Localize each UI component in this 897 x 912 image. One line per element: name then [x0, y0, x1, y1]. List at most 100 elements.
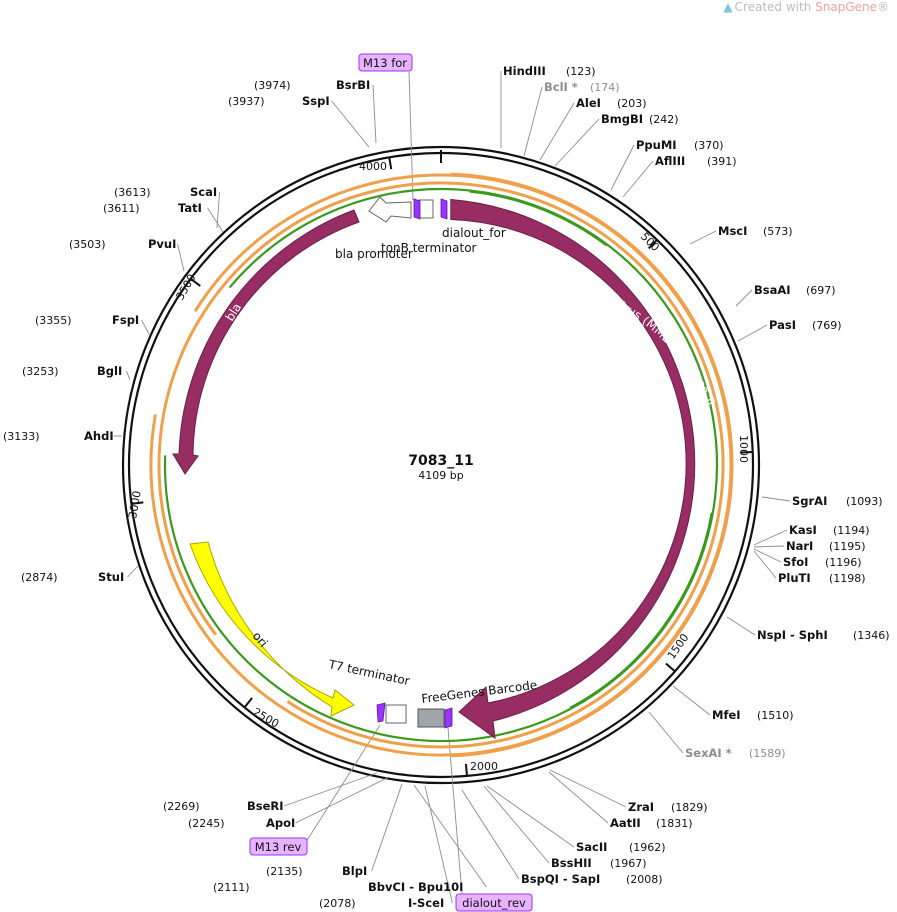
enzyme-leader-line: [753, 545, 785, 548]
m13-for-primer: [413, 198, 421, 220]
primer-label-m13-rev: M13 rev: [249, 837, 308, 856]
primer-label-m13-for: M13 for: [358, 53, 413, 72]
tick-label: 2500: [251, 705, 282, 730]
enzyme-leader-line: [461, 789, 520, 880]
enzyme-leader-line: [141, 319, 150, 335]
enzyme-leader-line: [539, 102, 575, 161]
orf-arc-bla: [149, 173, 733, 757]
enzyme-position: (2135): [266, 865, 303, 878]
enzyme-position: (2078): [319, 897, 356, 910]
dialout-for-label: dialout_for: [442, 226, 506, 240]
enzyme-name: AflIII: [655, 154, 685, 168]
enzyme-leader-line: [126, 370, 131, 381]
mmlv-cds-arrow: [450, 198, 696, 740]
enzyme-leader-line: [216, 191, 221, 229]
tick-mark: [190, 277, 201, 287]
enzyme-position: (2269): [163, 800, 200, 813]
enzyme-name: BspQI - SapI: [521, 872, 600, 886]
enzyme-leader-line: [127, 565, 139, 578]
enzyme-name: NspI - SphI: [757, 628, 828, 642]
enzyme-name: SgrAI: [792, 494, 827, 508]
enzyme-leader-line: [753, 548, 782, 563]
enzyme-name: ScaI: [190, 185, 217, 199]
enzyme-position: (3133): [3, 430, 40, 443]
enzyme-name: ApoI: [266, 816, 295, 830]
enzyme-leader-line: [753, 550, 777, 579]
feature-arcs: [149, 172, 734, 758]
enzyme-leader-line: [371, 783, 403, 872]
bla-promoter-arrow: [368, 196, 412, 223]
enzyme-position: (573): [763, 225, 793, 238]
enzyme-position: (1962): [629, 841, 666, 854]
enzyme-position: (3937): [228, 95, 265, 108]
tick-label: 4000: [359, 160, 387, 173]
enzyme-leader-line: [672, 685, 711, 716]
enzyme-name: BclI *: [544, 80, 578, 94]
enzyme-position: (3503): [69, 238, 106, 251]
tick-mark: [464, 763, 468, 777]
tick-mark: [665, 662, 676, 673]
primer-arc-3: [163, 187, 719, 743]
enzyme-name: PasI: [769, 318, 796, 332]
enzyme-leader-line: [413, 784, 487, 888]
enzyme-position: (1195): [829, 540, 866, 553]
enzyme-name: BsaAI: [754, 283, 791, 297]
ori-label: ori: [250, 629, 271, 650]
enzyme-name: KasI: [789, 523, 817, 537]
bla-promoter-label: bla promoter: [335, 247, 413, 261]
enzyme-position: (174): [590, 81, 620, 94]
enzyme-position: (1967): [610, 857, 647, 870]
enzyme-leader-line: [486, 785, 575, 848]
enzyme-position: (1831): [656, 817, 693, 830]
svg-text:dialout_rev: dialout_rev: [462, 896, 526, 910]
enzyme-leader-line: [548, 771, 609, 824]
plasmid-name: 7083_11: [408, 453, 473, 469]
tick-label: 2000: [470, 760, 498, 773]
enzyme-position: (2008): [626, 873, 663, 886]
enzyme-name: AatII: [610, 816, 641, 830]
enzyme-name: AleI: [576, 96, 601, 110]
enzyme-leader-line: [331, 100, 370, 148]
enzyme-position: (1346): [853, 629, 890, 642]
backbone-outer-ring: [121, 145, 761, 785]
enzyme-leader-line: [726, 616, 756, 636]
enzyme-leader-line: [610, 144, 635, 191]
enzyme-name: FspI: [112, 313, 139, 327]
enzyme-position: (3253): [22, 365, 59, 378]
enzyme-name: BmgBI: [601, 112, 643, 126]
enzyme-leader-line: [689, 230, 717, 245]
enzyme-position: (3355): [35, 314, 72, 327]
enzyme-position: (3974): [254, 79, 291, 92]
enzyme-leader-line: [283, 772, 378, 807]
tick-mark: [647, 239, 658, 250]
primer-arc-2: [569, 512, 713, 709]
enzyme-name: ZraI: [628, 800, 654, 814]
enzyme-leader-line: [753, 529, 788, 546]
enzyme-leader-line: [735, 289, 753, 307]
enzyme-name: TatI: [178, 201, 202, 215]
enzyme-leader-line: [424, 785, 453, 904]
dialout-rev-primer: [444, 707, 453, 729]
snapgene-watermark: ▲Created with SnapGene®: [723, 0, 889, 14]
m13-rev-primer: [376, 702, 386, 723]
enzyme-leader-line: [554, 118, 600, 167]
enzyme-name: StuI: [98, 570, 124, 584]
primer-leader-dialout-rev: [447, 727, 463, 895]
enzyme-position: (391): [707, 155, 737, 168]
enzyme-name: BseRI: [247, 799, 284, 813]
enzyme-position: (242): [649, 113, 679, 126]
enzyme-position: (203): [617, 97, 647, 110]
enzyme-position: (123): [566, 65, 596, 78]
enzyme-position: (1194): [833, 524, 870, 537]
enzyme-leader-line: [295, 776, 390, 824]
enzyme-position: (3613): [114, 186, 151, 199]
enzyme-name: SacII: [576, 840, 607, 854]
enzyme-name: SfoI: [783, 555, 808, 569]
tick-mark: [131, 501, 144, 505]
enzyme-name: PluTI: [778, 571, 811, 585]
primer-leader-m13-for: [408, 71, 414, 201]
enzyme-name: AhdI: [84, 429, 114, 443]
enzyme-leader-line: [523, 86, 543, 157]
enzyme-position: (2111): [213, 881, 250, 894]
